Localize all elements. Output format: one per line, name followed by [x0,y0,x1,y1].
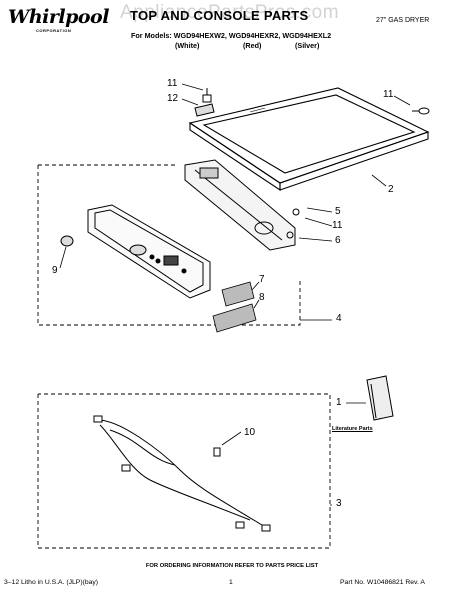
literature-book-illustration [366,375,394,421]
wire-harness-illustration [93,415,271,532]
console-back-illustration [184,159,300,251]
console-assembly-boundary [37,164,301,326]
callout-6: 6 [335,235,341,246]
litho-info: 3–12 Litho in U.S.A. (JLP)(bay) [4,579,99,586]
leader-lines [59,83,411,506]
callout-2: 2 [388,184,394,195]
page-number: 1 [229,579,233,586]
callout-5: 5 [335,206,341,217]
clip-screw-illustration [194,88,215,117]
color-white: (White) [175,41,200,50]
top-panel-illustration [188,87,430,192]
page-title: TOP AND CONSOLE PARTS [130,8,309,23]
callout-4: 4 [336,313,342,324]
callout-11-top-right: 11 [383,89,394,100]
part-number: Part No. W10486821 Rev. A [340,579,425,586]
brand-sub: CORPORATION [36,28,72,33]
callout-9: 9 [52,265,58,276]
color-silver: (Silver) [295,41,320,50]
screw-right-illustration [412,107,430,115]
ordering-info: FOR ORDERING INFORMATION REFER TO PARTS … [145,563,319,569]
callout-10: 10 [244,427,256,438]
knob-illustration [60,235,74,247]
overlay-strips-illustration [212,281,257,333]
callout-11-console: 11 [332,220,343,231]
console-front-illustration [87,204,211,299]
callout-11-top-left: 11 [167,78,178,89]
brand-logo: Whirlpool [8,6,109,28]
callout-7: 7 [259,274,265,285]
callout-12: 12 [167,93,179,104]
callout-3: 3 [336,498,342,509]
callout-1: 1 [336,397,342,408]
product-type: 27" GAS DRYER [376,17,430,24]
watermark: AppliancePartsPros.com [120,2,340,23]
harness-boundary [37,393,331,549]
model-list: For Models: WGD94HEXW2, WGD94HEXR2, WGD9… [131,31,332,40]
literature-parts-label: Literature Parts [332,426,373,432]
color-red: (Red) [243,41,262,50]
callout-8: 8 [259,292,265,303]
